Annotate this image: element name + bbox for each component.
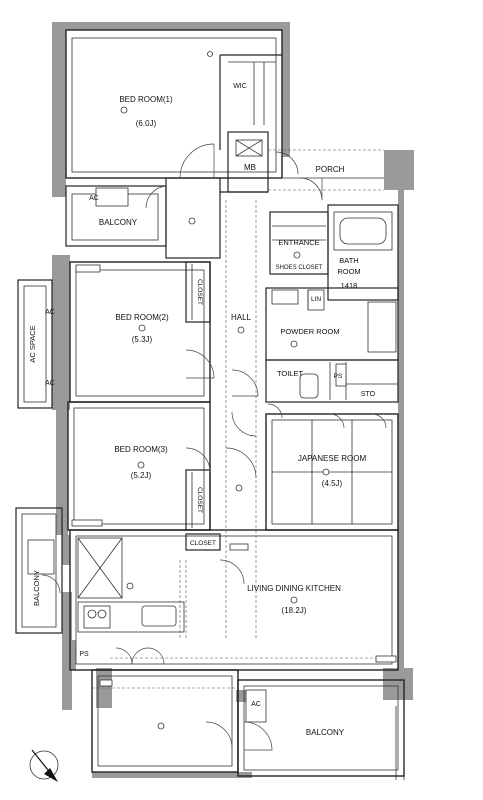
bed1-label: BED ROOM(1) [119,95,173,104]
ps-a-label: PS [334,373,343,380]
porch-label: PORCH [316,165,345,174]
bed2-size: (5.3J) [132,335,153,344]
balcony-bottom-ac: AC [251,701,261,708]
ac-space-ac-top: AC [45,309,55,316]
structural-walls [52,22,414,778]
room-labels: BED ROOM(1) (6.0J) WIC MB PORCH AC BALCO… [28,83,376,737]
ac-space-ac-bottom: AC [45,380,55,387]
closet-a-label: CLOSET [196,279,203,305]
balcony-top-ac: AC [89,195,99,202]
shoes-closet-label: SHOES CLOSET [276,265,323,271]
sto-label: STO [361,391,376,398]
bath-label-2: ROOM [337,267,360,276]
hall-label: HALL [231,313,252,322]
bed1-size: (6.0J) [136,119,157,128]
balcony-left-label: BALCONY [32,570,41,606]
japanese-label: JAPANESE ROOM [298,454,367,463]
wall-outlines [15,29,405,780]
balcony-bottom-label: BALCONY [306,728,345,737]
entrance-label: ENTRANCE [278,238,319,247]
north-arrow-icon [29,749,59,782]
balcony-top-label: BALCONY [99,218,138,227]
closet-b-label: CLOSET [196,487,203,513]
ldk-label: LIVING DINING KITCHEN [247,584,341,593]
bed2-label: BED ROOM(2) [115,313,169,322]
door-swings [41,143,387,751]
ac-space-label: AC SPACE [28,325,37,362]
bed3-label: BED ROOM(3) [114,445,168,454]
toilet-label: TOILET [277,369,304,378]
ldk-size: (18.2J) [282,606,307,615]
mb-label: MB [244,163,256,172]
bath-code: 1418 [341,281,358,290]
bed3-size: (5.2J) [131,471,152,480]
ceiling-light-icon [120,51,330,730]
wic-label: WIC [233,83,247,90]
outlet-icon [71,264,397,687]
japanese-size: (4.5J) [322,479,343,488]
ps-b-label: PS [79,651,89,658]
powder-label: POWDER ROOM [280,327,339,336]
lin-label: LIN [311,296,321,303]
closet-c-label: CLOSET [190,540,216,547]
bath-label-1: BATH [339,256,358,265]
